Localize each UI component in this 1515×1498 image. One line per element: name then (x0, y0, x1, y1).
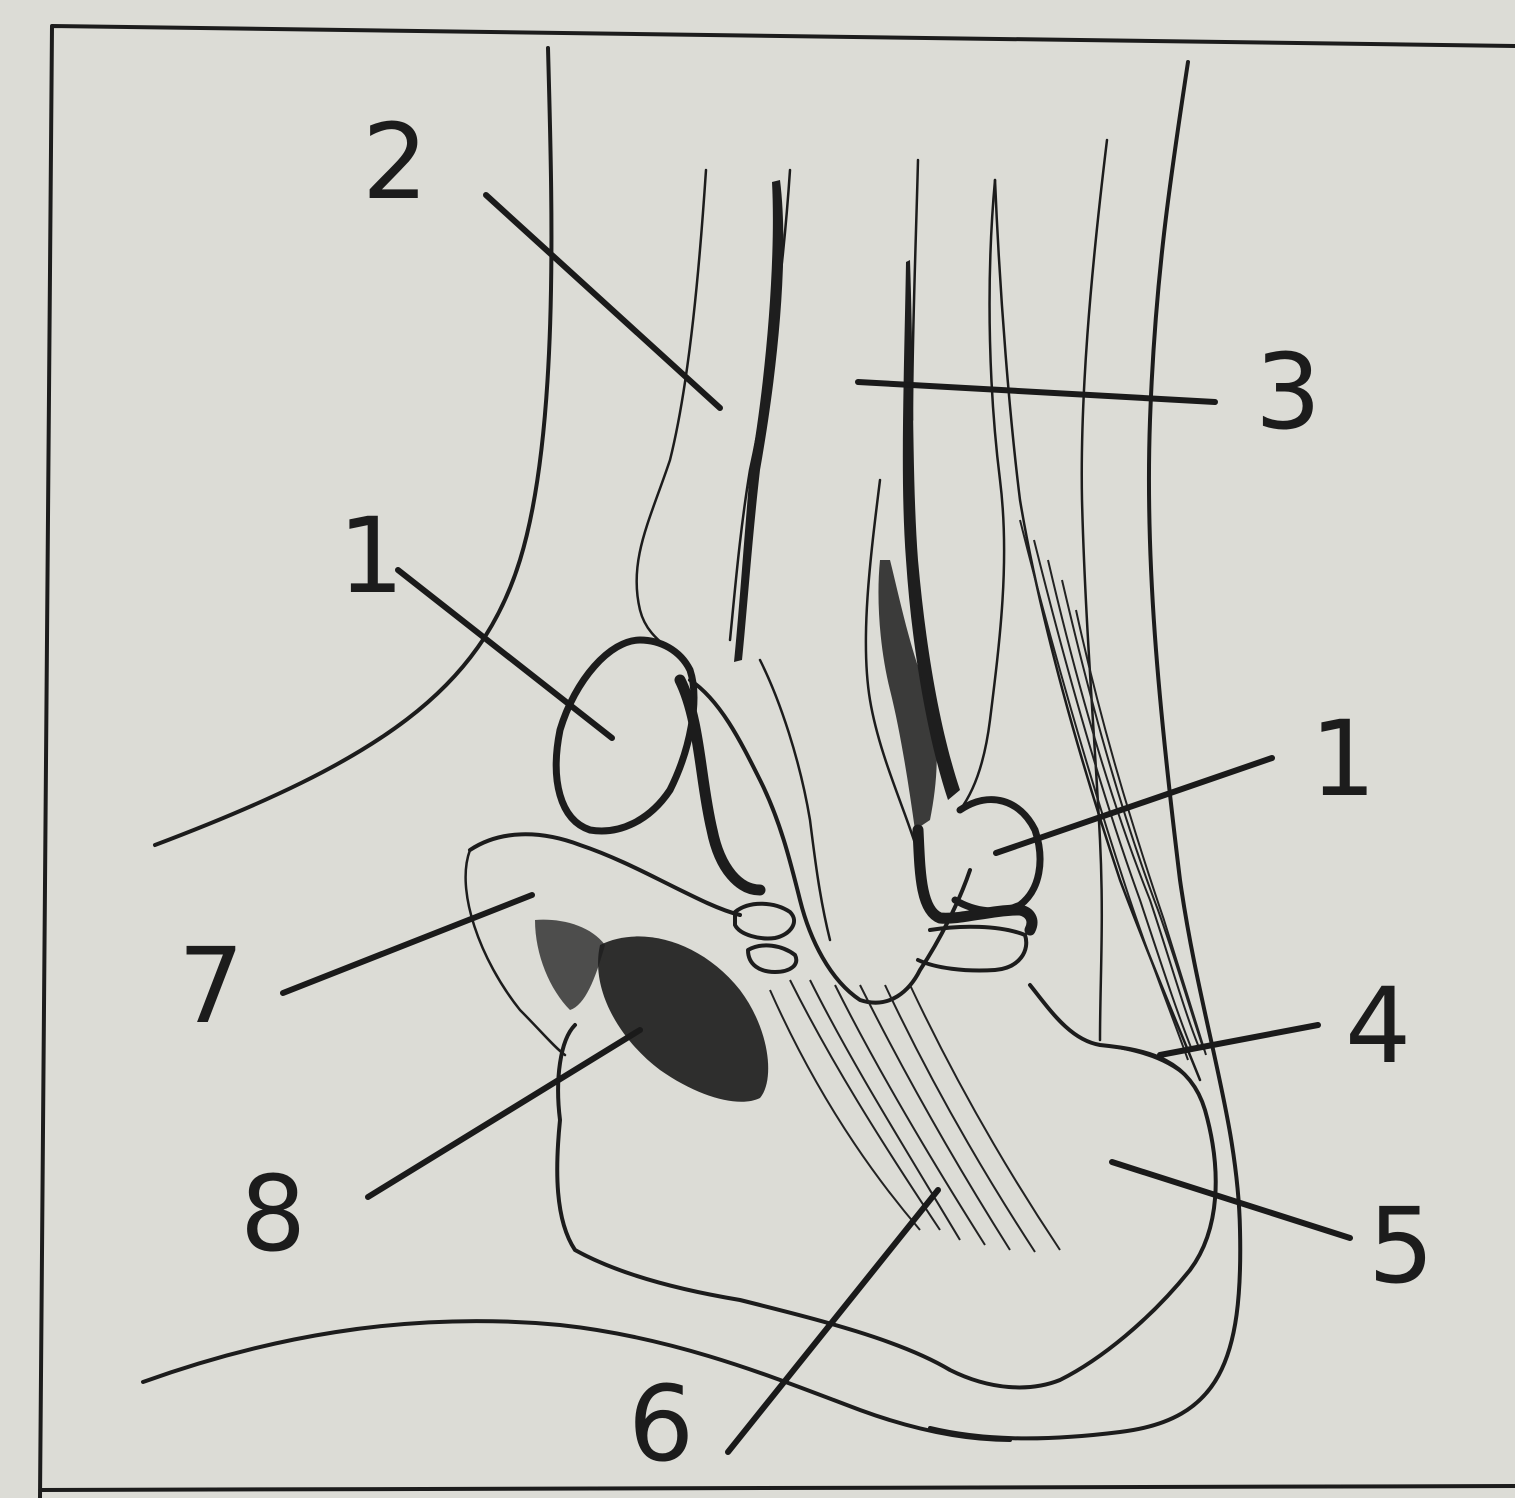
callout-6: 6 (628, 1363, 694, 1485)
callout-1-right: 1 (1310, 698, 1376, 820)
cuboid-fragment-2 (748, 945, 796, 972)
leader-line-7 (283, 895, 532, 993)
plantar-ligament-fibers (770, 980, 1060, 1252)
sustentaculum-shadow (535, 920, 605, 1010)
callout-3: 3 (1255, 331, 1321, 453)
callout-1-left: 1 (338, 495, 404, 617)
fibula-bone (637, 170, 706, 650)
callout-7: 7 (178, 925, 244, 1047)
leader-line-2 (486, 195, 720, 408)
callout-4: 4 (1345, 965, 1411, 1087)
callout-8: 8 (240, 1153, 306, 1275)
leader-line-1-right (996, 758, 1272, 853)
leader-line-5 (1112, 1162, 1350, 1238)
callout-5: 5 (1368, 1185, 1434, 1307)
leader-line-8 (368, 1030, 640, 1197)
fibula-shading (734, 180, 783, 662)
leg-outline-front (155, 48, 551, 845)
tibia-anterior-edge (912, 160, 918, 420)
cuboid-fragment (735, 904, 794, 939)
navicular-bone-left (556, 640, 694, 831)
leader-line-6 (728, 1190, 938, 1452)
callout-2: 2 (362, 101, 428, 223)
malleolus-shading (878, 560, 936, 830)
sustentaculum-oval (598, 936, 768, 1101)
achilles-tendon-outer (1082, 140, 1107, 1040)
tibia-posterior-edge (960, 180, 1004, 810)
